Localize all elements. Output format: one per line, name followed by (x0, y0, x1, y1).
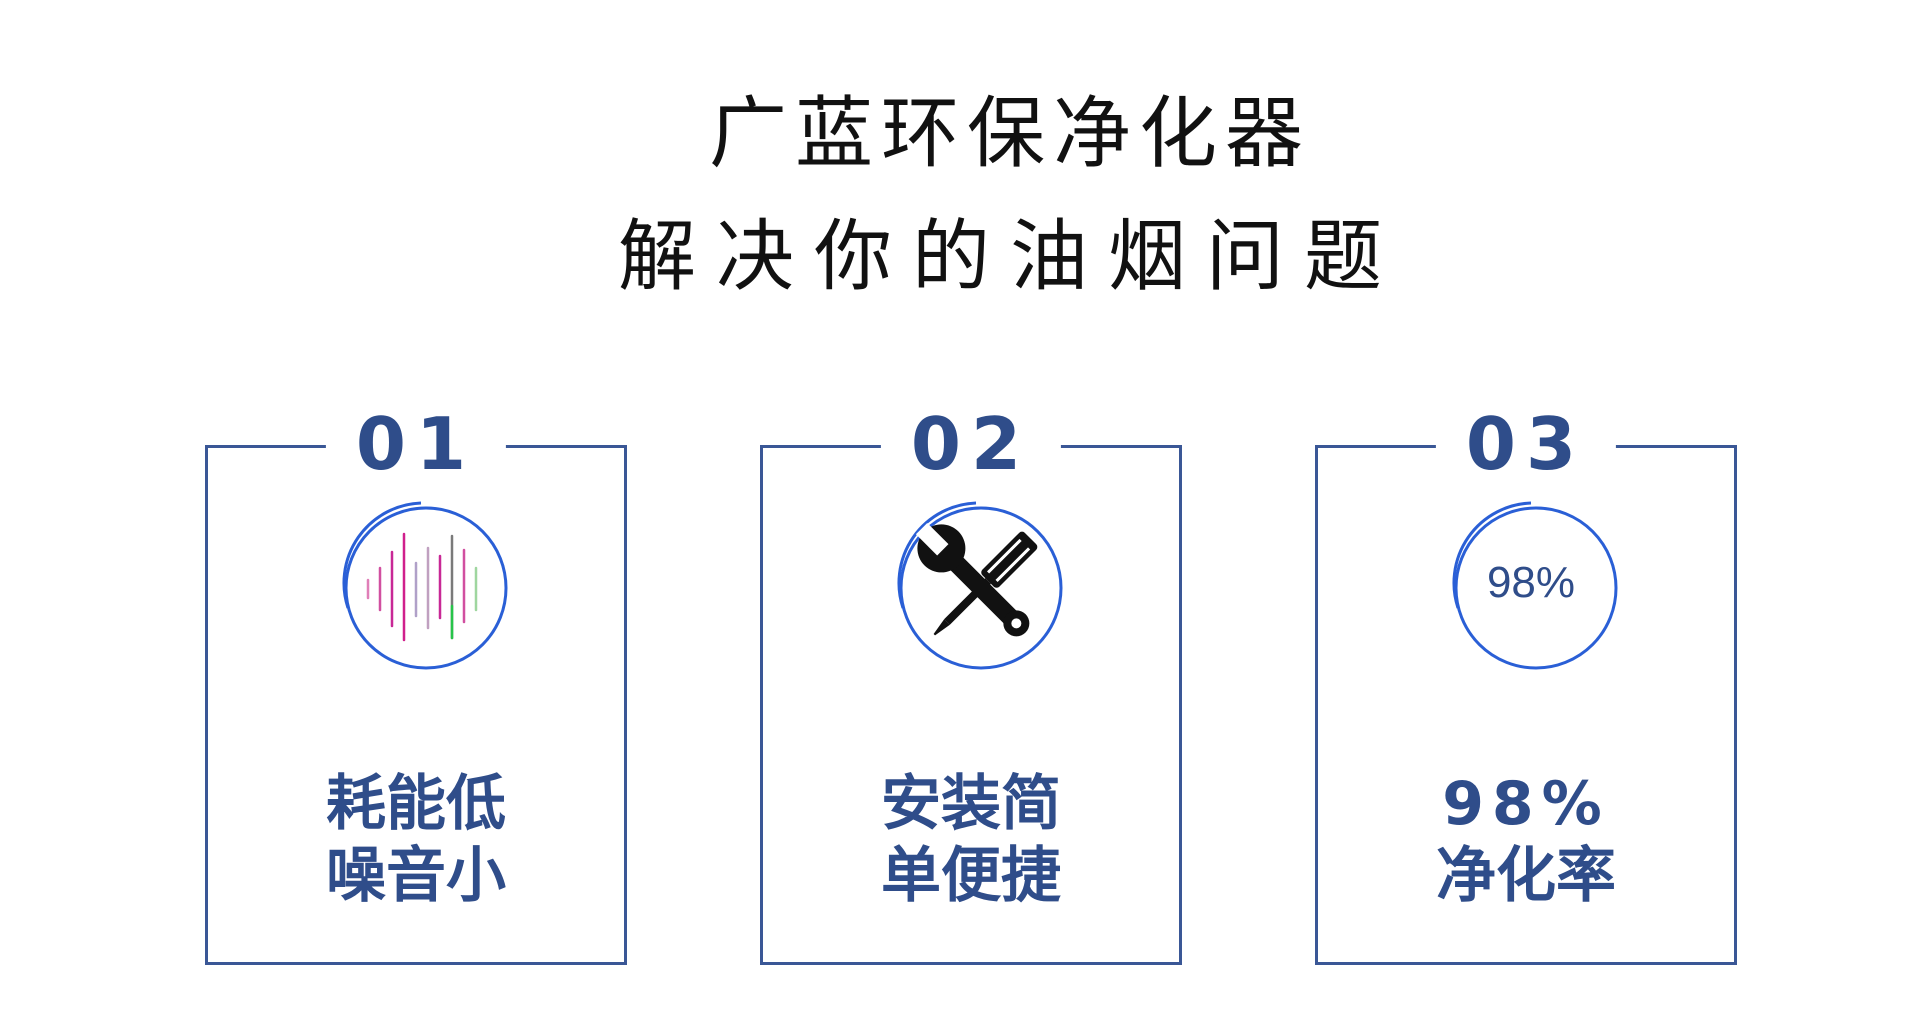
caption-line-2: 单便捷 (881, 841, 1061, 911)
headline-line-1: 广蓝环保净化器 (708, 89, 1311, 179)
badge-value: 98% (1486, 558, 1576, 607)
headline: 广蓝环保净化器 解决你的油烟问题 (0, 95, 1920, 296)
headline-line-2: 解决你的油烟问题 (617, 212, 1402, 302)
feature-card-easy-install: 02 (760, 402, 1182, 965)
card-number: 01 (325, 402, 507, 486)
feature-card-low-energy: 01 耗能低 (205, 402, 627, 965)
caption-line-2: 噪音小 (326, 841, 506, 911)
card-caption: 安装简 单便捷 (763, 768, 1179, 912)
percentage-badge-icon: 98% (1436, 488, 1626, 678)
card-caption: 98% 净化率 (1318, 768, 1734, 912)
caption-line-1: 98% (1442, 769, 1610, 839)
card-number: 02 (880, 402, 1062, 486)
caption-line-2: 净化率 (1436, 841, 1616, 911)
sound-wave-icon (326, 488, 516, 678)
wrench-screwdriver-icon (881, 488, 1071, 678)
card-number: 03 (1435, 402, 1617, 486)
feature-card-purification-rate: 03 98% 98% 净化率 (1315, 402, 1737, 965)
card-caption: 耗能低 噪音小 (208, 768, 624, 912)
caption-line-1: 耗能低 (326, 769, 506, 839)
caption-line-1: 安装简 (881, 769, 1061, 839)
